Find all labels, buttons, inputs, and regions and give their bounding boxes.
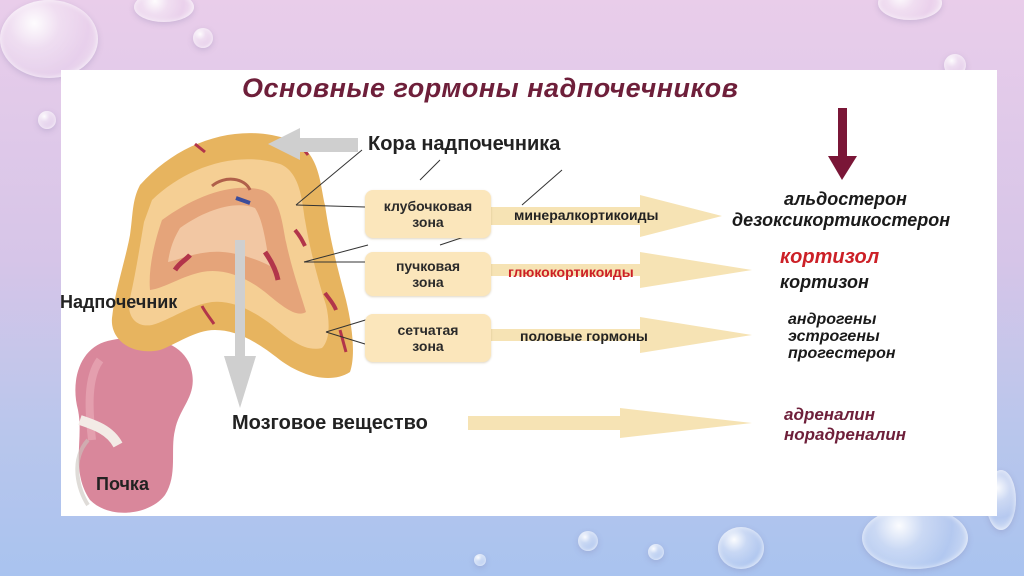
cortex-label: Кора надпочечника xyxy=(368,133,560,156)
class-mineralocorticoids: минералкортикоиды xyxy=(514,207,658,223)
zone-arrows xyxy=(468,195,752,438)
class-glucocorticoids: глюкокортикоиды xyxy=(508,264,634,280)
zone-glomerular: клубочковая зона xyxy=(365,190,491,238)
zone-reticular-line1: сетчатая xyxy=(398,322,459,338)
zone-fascicular-line2: зона xyxy=(412,274,443,290)
zone-fascicular: пучковая зона xyxy=(365,252,491,296)
title-arrow xyxy=(828,108,857,180)
hormone-cortisone: кортизон xyxy=(780,273,869,291)
hormone-estrogens: эстрогены xyxy=(788,328,880,346)
zone-glomerular-line1: клубочковая xyxy=(384,198,472,214)
hormone-adrenaline: адреналин xyxy=(784,406,875,424)
diagram-title: Основные гормоны надпочечников xyxy=(242,73,738,104)
zone-fascicular-line1: пучковая xyxy=(396,258,460,274)
zone-reticular-line2: зона xyxy=(412,338,443,354)
hormone-aldosterone: альдостерон xyxy=(784,190,907,208)
hormone-androgens: андрогены xyxy=(788,311,876,329)
adrenal-gland-illustration xyxy=(112,133,353,378)
medulla-label: Мозговое вещество xyxy=(232,412,428,435)
hormone-noradrenaline: норадреналин xyxy=(784,426,906,444)
zone-reticular: сетчатая зона xyxy=(365,314,491,362)
kidney-label: Почка xyxy=(96,474,149,495)
zone-glomerular-line2: зона xyxy=(412,214,443,230)
hormone-deoxycorticosterone: дезоксикортикостерон xyxy=(732,211,950,229)
class-sex-hormones: половые гормоны xyxy=(520,328,648,344)
hormone-progesterone: прогестерон xyxy=(788,345,896,363)
adrenal-label: Надпочечник xyxy=(60,292,177,313)
hormone-cortisol: кортизол xyxy=(780,248,879,266)
